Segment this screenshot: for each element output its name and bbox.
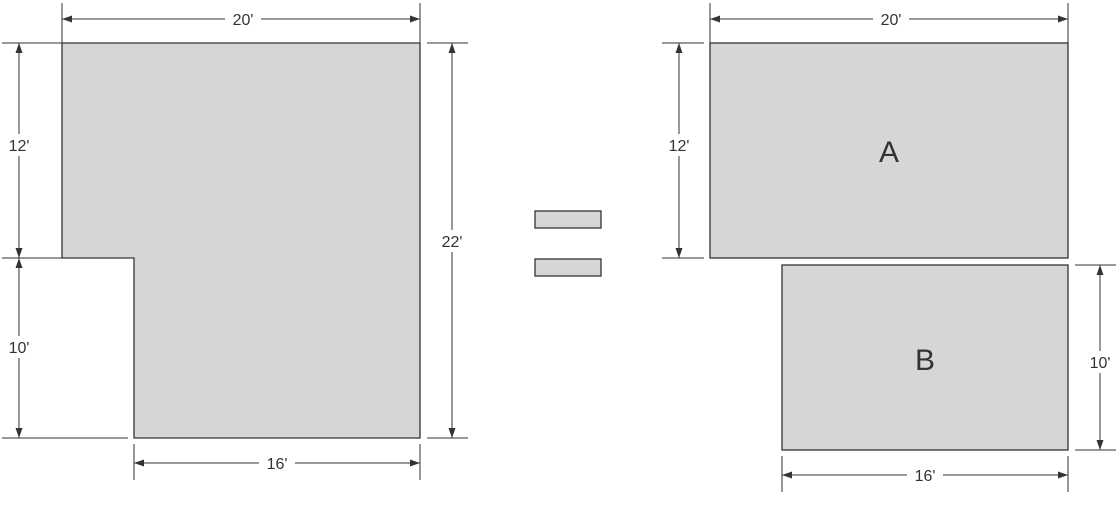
- left-top-width-dimension: 20': [61, 3, 421, 43]
- equals-sign: [534, 210, 602, 277]
- rect-b: [781, 264, 1069, 451]
- rect-b-height-label: 10': [1090, 355, 1111, 372]
- rect-a-height-label: 12': [669, 138, 690, 155]
- equals-top-bar: [534, 210, 602, 229]
- rect-b-width-label: 16': [915, 468, 936, 485]
- rect-b-group: B 10' 16': [781, 264, 1116, 492]
- equals-bottom-bar: [534, 258, 602, 277]
- rect-a-group: A 20' 12': [662, 3, 1069, 259]
- left-lower-height-label: 10': [9, 340, 30, 357]
- left-top-width-label: 20': [233, 12, 254, 29]
- rect-a: [709, 42, 1069, 259]
- right-figure: A 20' 12' B 10': [662, 3, 1116, 492]
- left-total-height-dimension: 22': [427, 42, 468, 439]
- left-upper-height-label: 12': [9, 138, 30, 155]
- left-figure: 20' 12' 10' 22': [2, 3, 468, 480]
- left-upper-height-dimension: 12': [2, 42, 62, 259]
- l-shape: [61, 42, 421, 439]
- left-lower-height-dimension: 10': [2, 258, 128, 439]
- rect-a-width-label: 20': [881, 12, 902, 29]
- left-bottom-width-label: 16': [267, 456, 288, 473]
- left-total-height-label: 22': [442, 234, 463, 251]
- rect-a-label: A: [879, 136, 899, 169]
- rect-b-label: B: [915, 344, 935, 377]
- left-bottom-width-dimension: 16': [133, 444, 421, 480]
